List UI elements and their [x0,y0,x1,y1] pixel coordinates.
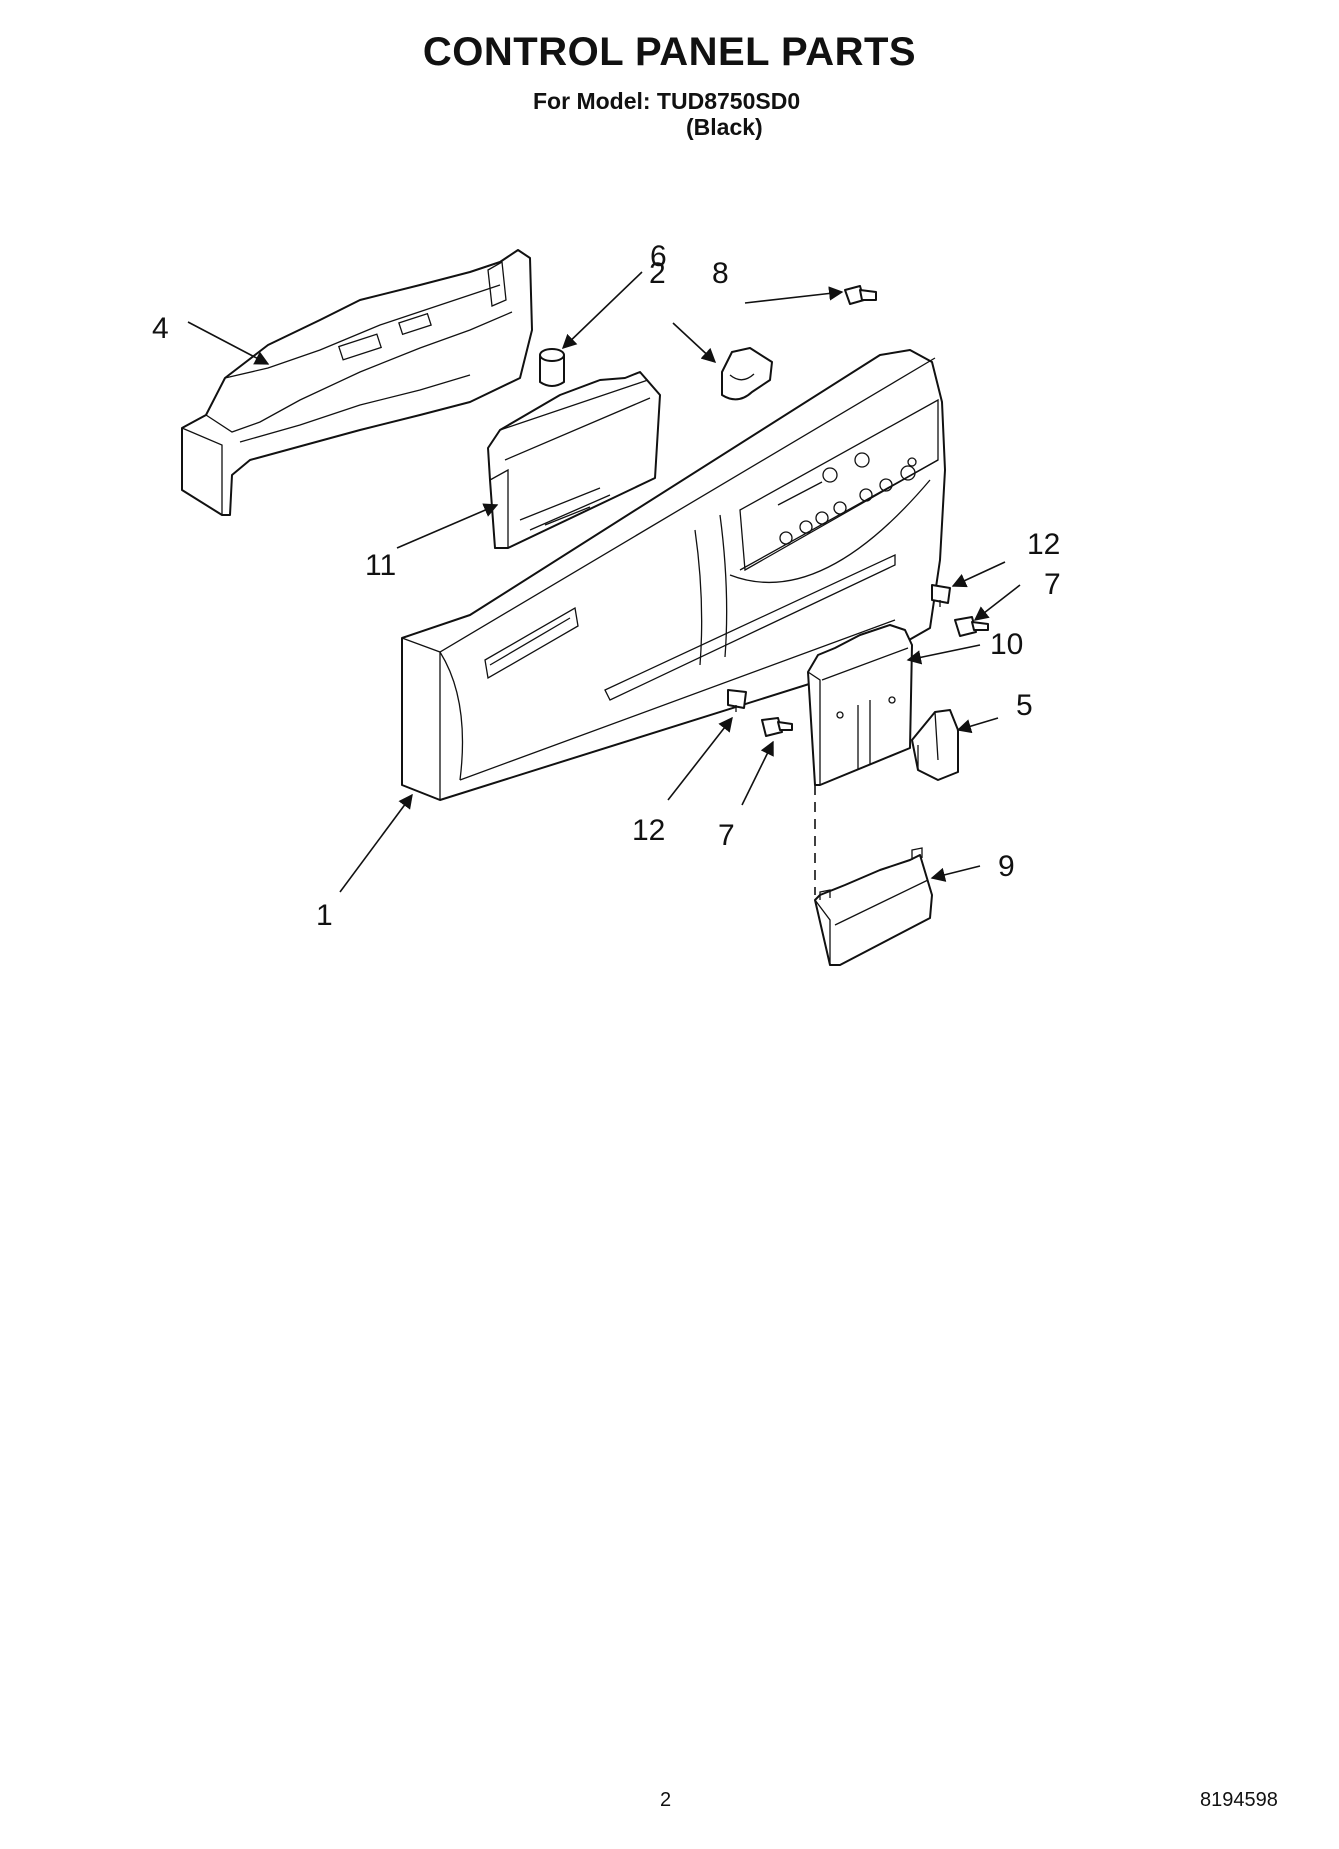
page-title: CONTROL PANEL PARTS [422,30,917,74]
part-1-control-panel [401,349,946,801]
callout-8: 8 [712,257,729,290]
part-7-screw-upper [954,616,989,637]
callout-10: 10 [990,628,1023,661]
part-12-clip-upper [931,584,951,607]
part-4-console-bracket [181,249,533,516]
document-number: 8194598 [1200,1789,1278,1811]
part-11-control-board [487,371,661,549]
callout-2: 2 [649,257,666,290]
page-number: 2 [660,1789,672,1811]
part-8-screw [844,285,877,305]
callout-7-lower: 7 [718,819,735,852]
part-12-clip-lower [727,689,747,712]
callout-12-lower: 12 [632,814,665,847]
callout-12-upper: 12 [1027,528,1060,561]
part-10-mounting-bracket [807,624,913,786]
color-variant: (Black) [686,114,763,140]
part-6-button-cap [539,348,565,387]
callout-4: 4 [152,312,169,345]
callout-11: 11 [365,549,396,582]
part-9-lower-bracket [814,847,933,966]
part-7-screw-lower [761,717,793,737]
callout-5: 5 [1016,689,1033,722]
callout-7-upper: 7 [1044,568,1061,601]
part-2-clip [721,347,773,401]
callout-9: 9 [998,850,1015,883]
callout-6: 6 [650,240,667,273]
part-5-side-bracket [911,709,959,781]
callout-1: 1 [316,899,333,932]
model-number: For Model: TUD8750SD0 [533,88,801,114]
leader-lines [187,271,1021,893]
